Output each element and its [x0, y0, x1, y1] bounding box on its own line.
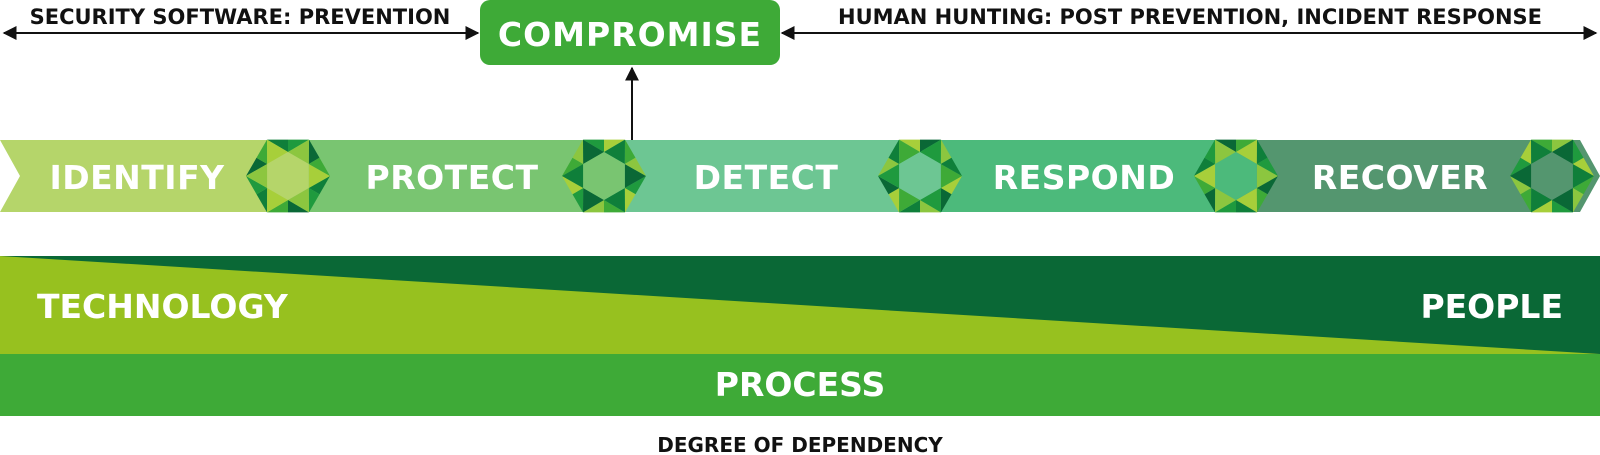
stage-identify — [0, 140, 288, 212]
process-layer — [0, 354, 1600, 416]
hexagon-connector-icon — [878, 139, 962, 213]
stage-protect — [288, 140, 604, 212]
stage-label-respond: RESPOND — [993, 158, 1175, 197]
dependency-label: DEGREE OF DEPENDENCY — [657, 433, 943, 455]
prevention-label: SECURITY SOFTWARE: PREVENTION — [30, 5, 451, 29]
hexagon-connector-icon — [562, 139, 646, 213]
stage-label-detect: DETECT — [694, 158, 839, 197]
technology-layer — [0, 256, 1600, 354]
compromise-box — [480, 0, 780, 65]
stage-recover — [1236, 140, 1552, 212]
people-label: PEOPLE — [1420, 287, 1563, 326]
post-prevention-label: HUMAN HUNTING: POST PREVENTION, INCIDENT… — [838, 5, 1542, 29]
stage-label-recover: RECOVER — [1312, 158, 1488, 197]
hexagon-connector-icon — [1194, 139, 1278, 213]
process-label: PROCESS — [715, 365, 885, 404]
technology-label: TECHNOLOGY — [37, 287, 289, 326]
compromise-label: COMPROMISE — [498, 15, 762, 54]
hexagon-connector-icon — [1510, 139, 1594, 213]
stage-label-identify: IDENTIFY — [49, 158, 225, 197]
stage-label-protect: PROTECT — [366, 158, 539, 197]
hexagon-connector-icon — [246, 139, 330, 213]
stage-respond — [920, 140, 1236, 212]
stage-detect — [604, 140, 920, 212]
stage-band: IDENTIFY PROTECT DETECT RESPOND RECOVER — [0, 139, 1600, 213]
